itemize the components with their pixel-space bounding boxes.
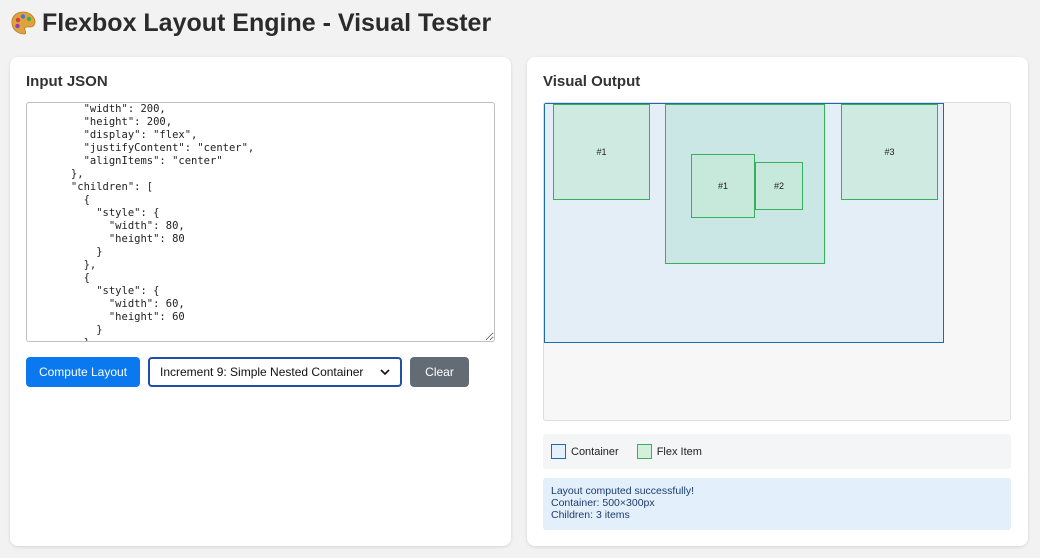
input-panel: Input JSON "width": 200, "height": 200, …	[10, 57, 511, 546]
status-line-3: Children: 3 items	[551, 509, 630, 521]
legend-container: Container	[551, 444, 619, 459]
status-line-2: Container: 500×300px	[551, 497, 655, 509]
flex-item-1: #1	[553, 104, 650, 200]
status-message: Layout computed successfully! Container:…	[543, 478, 1011, 530]
nested-child-1: #1	[691, 154, 755, 218]
nested-child-1-label: #1	[717, 181, 728, 191]
nested-child-2: #2	[755, 162, 803, 210]
compute-layout-button[interactable]: Compute Layout	[26, 357, 140, 387]
input-panel-heading: Input JSON	[26, 73, 108, 90]
legend: Container Flex Item	[543, 434, 1011, 469]
visual-output-canvas: #1 #1 #2 #3	[543, 102, 1011, 421]
preset-select[interactable]: Increment 9: Simple Nested Container	[148, 357, 402, 387]
palette-icon	[11, 11, 36, 35]
nested-child-2-label: #2	[773, 181, 784, 191]
chevron-down-icon	[380, 369, 390, 376]
flex-item-3: #3	[841, 104, 938, 200]
flex-item-3-label: #3	[884, 147, 895, 157]
clear-button[interactable]: Clear	[410, 357, 469, 387]
page-title: Flexbox Layout Engine - Visual Tester	[10, 6, 491, 40]
container-swatch	[551, 444, 566, 459]
status-line-1: Layout computed successfully!	[551, 485, 694, 497]
page-title-text: Flexbox Layout Engine - Visual Tester	[42, 8, 492, 37]
controls-row: Compute Layout Increment 9: Simple Neste…	[26, 357, 469, 387]
json-input[interactable]: "width": 200, "height": 200, "display": …	[26, 102, 495, 342]
legend-flex-item: Flex Item	[636, 444, 702, 459]
output-panel: Visual Output #1 #1 #2 #3 Container Flex…	[527, 57, 1028, 546]
legend-item-label: Flex Item	[656, 445, 702, 458]
preset-select-value: Increment 9: Simple Nested Container	[160, 365, 364, 379]
output-panel-heading: Visual Output	[543, 73, 641, 90]
flex-item-swatch	[636, 444, 652, 459]
flex-item-1-label: #1	[596, 147, 607, 157]
legend-container-label: Container	[571, 445, 619, 458]
